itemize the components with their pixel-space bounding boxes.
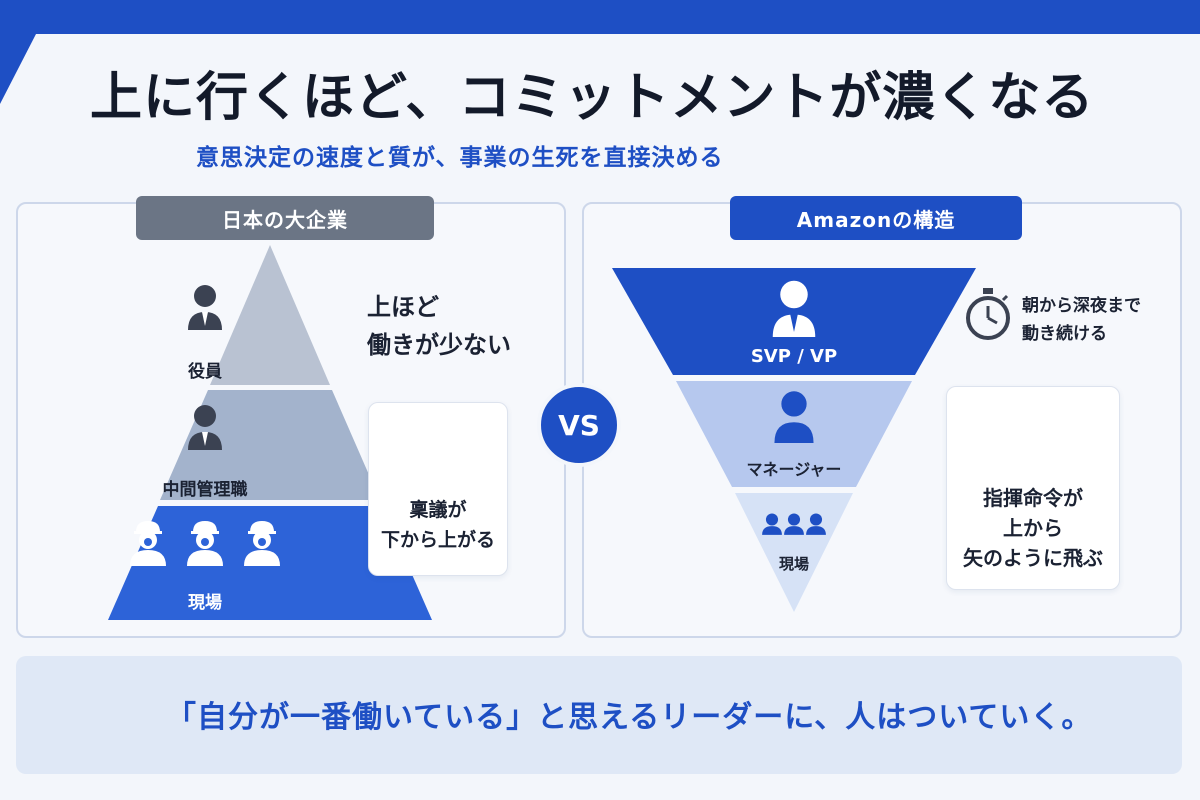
left-card-text: 稟議が 下から上がる <box>369 495 507 555</box>
stopwatch-icon <box>966 288 1010 340</box>
right-card-line-2: 上から <box>1003 516 1063 540</box>
page-title: 上に行くほど、コミットメントが濃くなる <box>90 68 1095 128</box>
page-subtitle: 意思決定の速度と質が、事業の生死を直接決める <box>196 145 724 171</box>
level-label-middle-management: 中間管理職 <box>162 480 248 500</box>
worker-small-icon <box>806 513 826 535</box>
bottom-banner: 「自分が一番働いている」と思えるリーダーに、人はついていく。 <box>16 656 1182 774</box>
level-label-field-right: 現場 <box>778 555 810 573</box>
level-label-field: 現場 <box>188 593 222 613</box>
left-card-line-1: 稟議が <box>409 499 467 521</box>
svp-person-icon <box>772 280 816 337</box>
right-note-line-2: 動き続ける <box>1022 324 1107 344</box>
top-accent-corner <box>0 34 36 104</box>
leadership-quote: 「自分が一番働いている」と思えるリーダーに、人はついていく。 <box>166 700 1093 735</box>
executive-person-icon <box>188 285 222 330</box>
left-info-card: 稟議が 下から上がる <box>368 402 508 576</box>
amazon-tag: Amazonの構造 <box>730 196 1022 240</box>
inverted-level-bottom <box>735 493 853 612</box>
worker-small-icon <box>784 513 804 535</box>
top-accent-bar <box>0 0 1200 34</box>
left-note: 上ほど 働きが少ない <box>367 288 511 364</box>
japan-corp-tag: 日本の大企業 <box>136 196 434 240</box>
worker-small-icon <box>762 513 782 535</box>
right-card-line-1: 指揮命令が <box>983 486 1083 510</box>
right-note-line-1: 朝から深夜まで <box>1022 296 1141 316</box>
manager-person-icon <box>774 391 814 443</box>
left-note-line-1: 上ほど <box>367 293 439 321</box>
vs-badge: VS <box>537 383 621 467</box>
right-info-card: 指揮命令が 上から 矢のように飛ぶ <box>946 386 1120 590</box>
pyramid-level-top <box>210 245 330 385</box>
left-card-line-2: 下から上がる <box>380 529 495 551</box>
level-label-svp-vp: SVP / VP <box>750 346 838 367</box>
right-card-text: 指揮命令が 上から 矢のように飛ぶ <box>947 483 1119 573</box>
right-card-line-3: 矢のように飛ぶ <box>963 546 1103 570</box>
left-note-line-2: 働きが少ない <box>367 331 511 359</box>
level-label-manager: マネージャー <box>746 460 842 479</box>
level-label-executive: 役員 <box>188 362 222 382</box>
right-note: 朝から深夜まで 動き続ける <box>1022 292 1141 348</box>
